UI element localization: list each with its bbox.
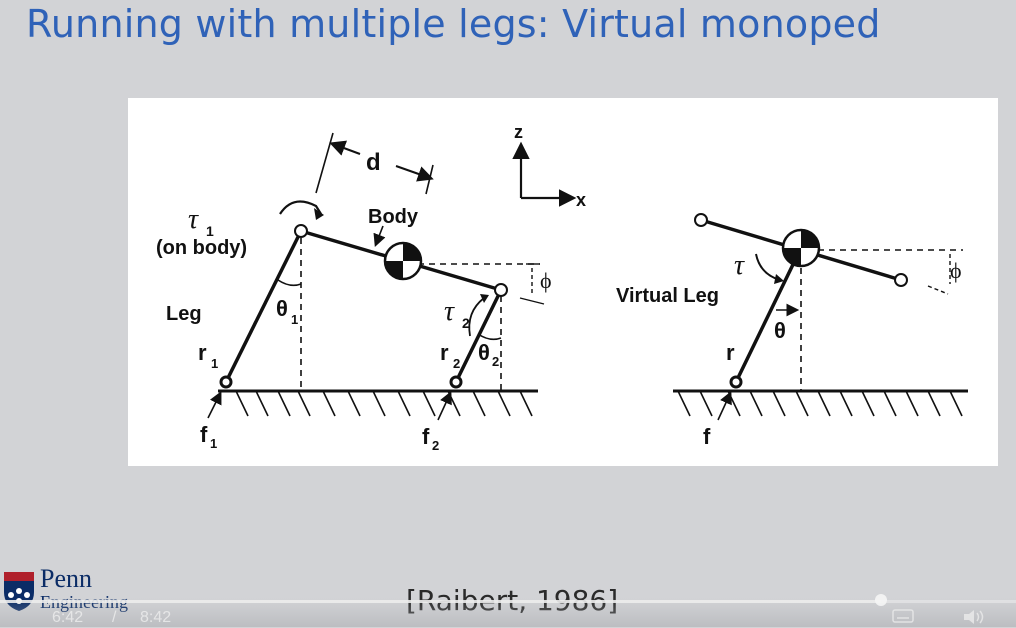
- right-diagram: τ Virtual Leg θ r ϕ f: [616, 213, 968, 449]
- ground-hatching-right: [677, 390, 963, 417]
- ground-hatching: [235, 390, 533, 417]
- label-on-body: (on body): [156, 237, 247, 259]
- label-tau2-sub: 2: [462, 315, 470, 331]
- foot-1: [219, 375, 233, 389]
- slide-title: Running with multiple legs: Virtual mono…: [26, 2, 881, 46]
- label-r1-sub: 1: [211, 356, 218, 371]
- coordinate-axes: z x: [512, 122, 586, 210]
- label-f: f: [703, 424, 711, 449]
- label-leg: Leg: [166, 303, 202, 325]
- label-phi-right: ϕ: [950, 258, 962, 283]
- label-theta1-sub: 1: [291, 312, 298, 327]
- progress-fill: [0, 600, 881, 603]
- label-tau1: τ: [188, 204, 199, 235]
- label-x-axis: x: [576, 190, 586, 210]
- label-body: Body: [368, 206, 419, 228]
- body-com-icon: [383, 241, 423, 281]
- virtual-monoped-figure: d τ 1 (on body) Body Leg θ 1 r 1 f 1: [128, 98, 998, 466]
- foot-2: [449, 375, 463, 389]
- label-theta1: θ: [276, 296, 288, 321]
- label-f2: f: [422, 424, 430, 449]
- leg-1: [224, 230, 303, 383]
- d-extension-right: [425, 164, 434, 195]
- label-f2-sub: 2: [432, 438, 439, 453]
- label-r1: r: [198, 340, 207, 365]
- virtual-leg: [734, 247, 803, 383]
- hip-joint-1: [294, 224, 308, 238]
- leg-2: [454, 289, 503, 383]
- virtual-foot: [729, 375, 743, 389]
- label-r2: r: [440, 340, 449, 365]
- label-virtual-leg: Virtual Leg: [616, 285, 719, 307]
- progress-track[interactable]: [0, 600, 1016, 603]
- virtual-body-com-icon: [781, 228, 821, 268]
- label-d: d: [366, 149, 381, 176]
- current-time: 6:42: [52, 609, 84, 626]
- label-theta2: θ: [478, 340, 490, 365]
- label-tau: τ: [734, 250, 745, 281]
- virtual-hip-right: [894, 273, 908, 287]
- left-diagram: d τ 1 (on body) Body Leg θ 1 r 1 f 1: [156, 132, 552, 453]
- hip-joint-2: [494, 283, 508, 297]
- label-phi: ϕ: [540, 268, 552, 293]
- volume-icon[interactable]: [962, 609, 988, 628]
- d-extension-left: [315, 132, 334, 194]
- torque-arc-1: [279, 200, 322, 215]
- label-theta2-sub: 2: [492, 354, 499, 369]
- label-r: r: [726, 340, 735, 365]
- label-tau1-sub: 1: [206, 223, 214, 239]
- diagram-svg: d τ 1 (on body) Body Leg θ 1 r 1 f 1: [156, 122, 968, 453]
- progress-knob[interactable]: [874, 594, 887, 606]
- subtitles-icon[interactable]: [892, 609, 914, 626]
- label-f1: f: [200, 422, 208, 447]
- label-f1-sub: 1: [210, 436, 217, 451]
- logo-penn-text: Penn: [40, 564, 92, 593]
- label-z-axis: z: [514, 122, 523, 142]
- label-tau2: τ: [444, 296, 455, 327]
- label-r2-sub: 2: [453, 356, 460, 371]
- time-separator: /: [112, 609, 117, 626]
- label-theta: θ: [774, 318, 786, 343]
- virtual-hip-left: [694, 213, 708, 227]
- total-time: 8:42: [140, 609, 172, 626]
